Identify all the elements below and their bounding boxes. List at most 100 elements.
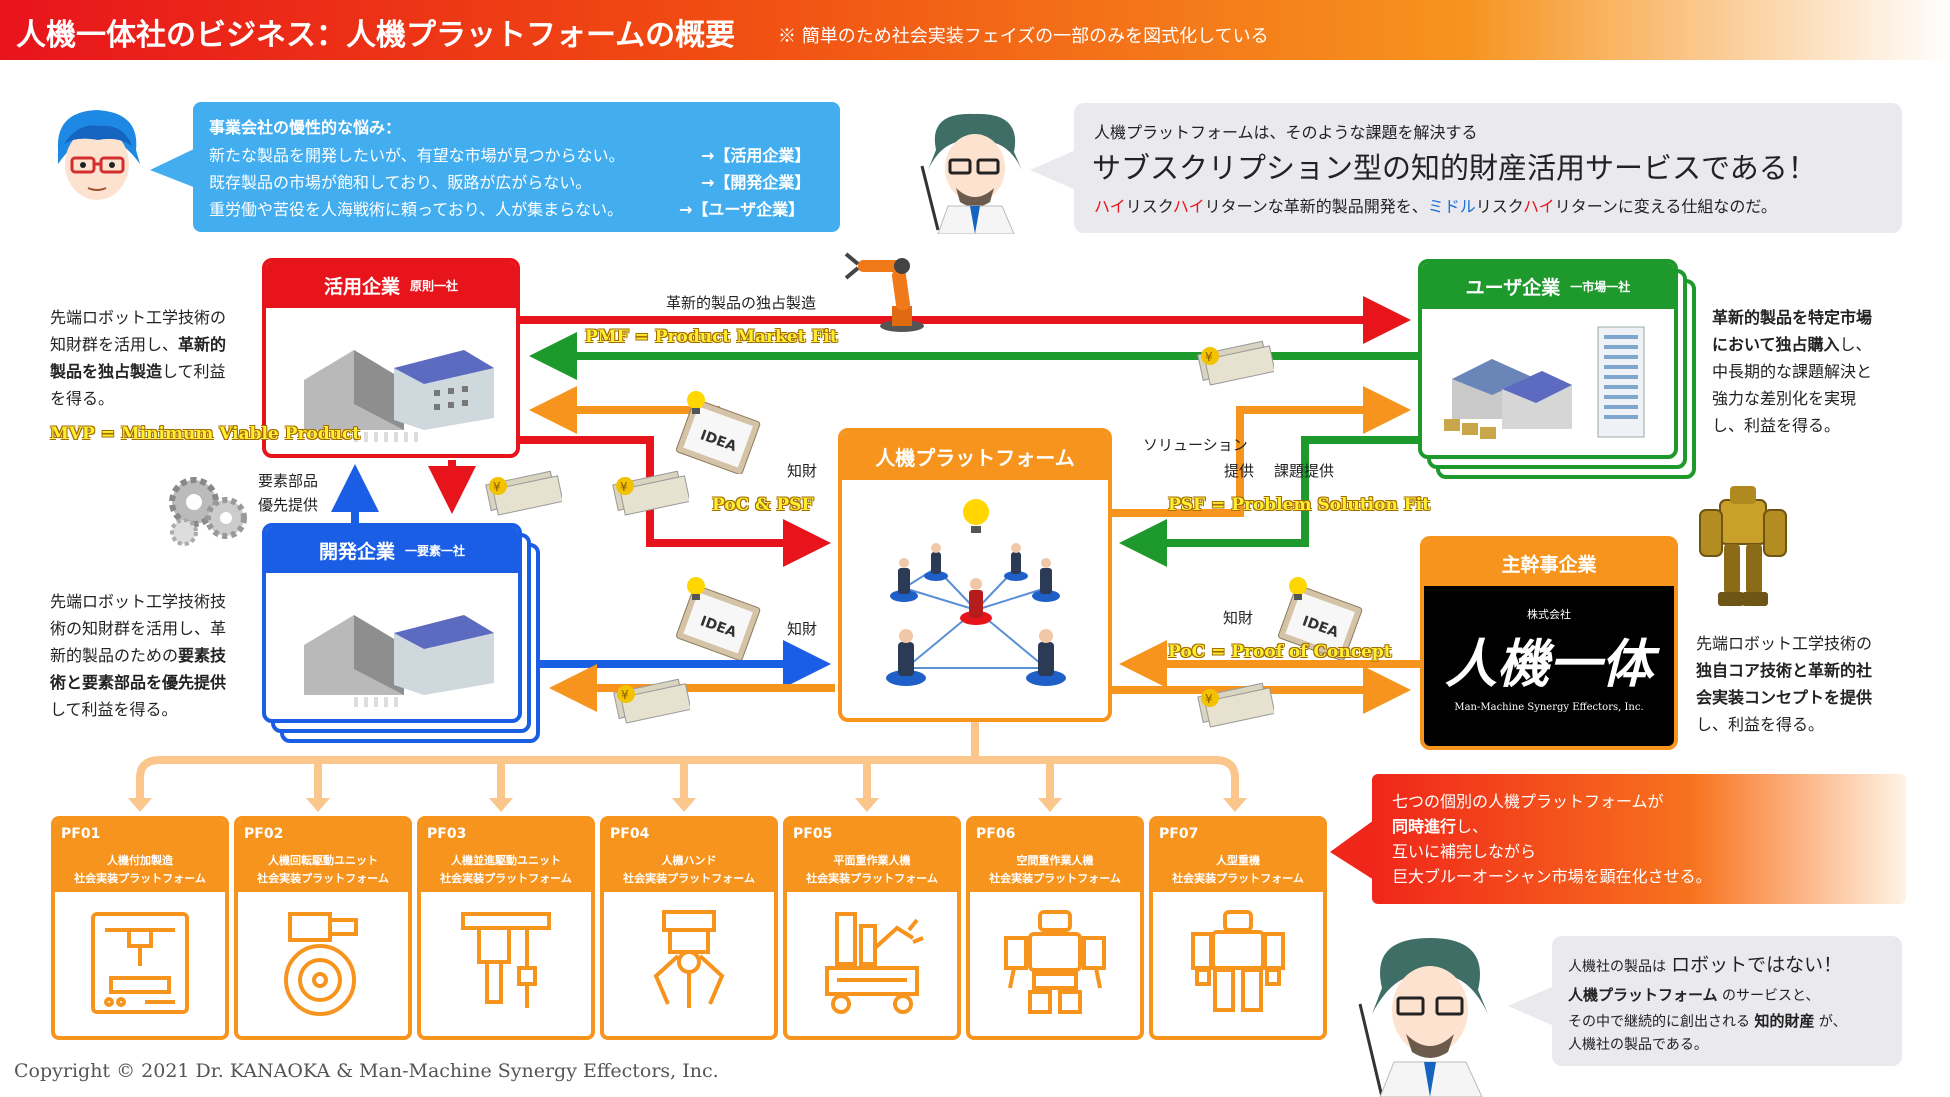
- shukan-header: 主幹事企業: [1424, 540, 1674, 586]
- user-desc-3: し、: [1839, 335, 1872, 354]
- label-pmf: PMF = Product Market Fit: [585, 327, 838, 347]
- kaihatsu-desc-1: 先端ロボット工学技術技: [50, 592, 227, 611]
- concurrency-line-4: 巨大ブルーオーシャン市場を顕在化させる。: [1392, 867, 1712, 886]
- pf-sub: 社会実装プラットフォーム: [989, 872, 1121, 885]
- katsuyo-desc: 先端ロボット工学技術の 知財群を活用し、革新的 製品を独占製造して利益 を得る。: [50, 304, 260, 412]
- pf-card-header: PF02 人機回転駆動ユニット社会実装プラットフォーム: [238, 820, 408, 892]
- user-note: 一市場一社: [1570, 279, 1631, 294]
- svg-text:¥: ¥: [1205, 350, 1213, 364]
- pf-card-02[interactable]: PF02 人機回転駆動ユニット社会実装プラットフォーム: [234, 816, 412, 1040]
- svg-text:¥: ¥: [493, 480, 501, 494]
- label-solution: ソリューション: [1143, 436, 1248, 454]
- shukan-name: 主幹事企業: [1501, 553, 1597, 576]
- pf-name: 人機並進駆動ユニット: [451, 854, 561, 867]
- problem-line-2-tag: →【開発企業】: [701, 173, 811, 192]
- concurrency-bold: 同時進行: [1392, 817, 1457, 836]
- pf-card-03[interactable]: PF03 人機並進駆動ユニット社会実装プラットフォーム: [417, 816, 595, 1040]
- label-yoso-2: 優先提供: [258, 496, 319, 514]
- problem-line-2: 既存製品の市場が飽和しており、販路が広がらない。: [209, 173, 592, 192]
- katsuyo-desc-3: 革新的: [178, 335, 227, 354]
- bubble-tail: [1330, 820, 1374, 880]
- pf-card-header: PF03 人機並進駆動ユニット社会実装プラットフォーム: [421, 820, 591, 892]
- pf-id: PF07: [1159, 826, 1199, 842]
- pf-sub: 社会実装プラットフォーム: [257, 872, 389, 885]
- pf-card-04[interactable]: PF04 人機ハンド社会実装プラットフォーム: [600, 816, 778, 1040]
- copyright: Copyright © 2021 Dr. KANAOKA & Man-Machi…: [14, 1060, 719, 1082]
- idea-icon: IDEA: [676, 577, 761, 660]
- product-line-3c: が、: [1818, 1014, 1847, 1030]
- problem-line-1: 新たな製品を開発したいが、有望な市場が見つからない。: [209, 146, 625, 165]
- pf-card-07[interactable]: PF07 人型重機社会実装プラットフォーム: [1149, 816, 1327, 1040]
- tail-risk-2: リスク: [1475, 197, 1523, 216]
- label-yoso-1: 要素部品: [258, 472, 319, 490]
- company-logo: 株式会社 人機一体 Man-Machine Synergy Effectors,…: [1424, 586, 1674, 746]
- katsuyo-note: 原則一社: [410, 278, 459, 293]
- pf-id: PF06: [976, 826, 1016, 842]
- label-teikyo: 提供: [1224, 462, 1255, 480]
- label-chizai-2: 知財: [787, 620, 818, 638]
- solution-bubble: 人機プラットフォームは、そのような課題を解決する サブスクリプション型の知的財産…: [1074, 103, 1902, 233]
- pf-card-header: PF04 人機ハンド社会実装プラットフォーム: [604, 820, 774, 892]
- idea-icon: IDEA: [1278, 577, 1363, 660]
- arrow-heads-pf: [128, 798, 1247, 812]
- solution-intro: 人機プラットフォームは、そのような課題を解決する: [1094, 123, 1478, 142]
- shukan-desc-3: 会実装コンセプトを提供: [1696, 688, 1873, 707]
- platform-name: 人機プラットフォーム: [875, 445, 1075, 470]
- tail-middle: ミドル: [1427, 197, 1476, 216]
- bubble-tail: [150, 148, 196, 188]
- kaihatsu-desc-2: 術の知財群を活用し、革: [50, 619, 227, 638]
- pf-card-header: PF01 人機付加製造社会実装プラットフォーム: [55, 820, 225, 892]
- bubble-tail: [1508, 986, 1554, 1026]
- money-icon: ¥: [612, 470, 689, 516]
- factory-icon: [304, 350, 494, 442]
- product-line-4: 人機社の製品である。: [1568, 1037, 1708, 1053]
- pf-name: 人機付加製造: [107, 854, 173, 867]
- arrow-platform-user: [1112, 386, 1411, 517]
- product-line-2: 人機プラットフォーム のサービスと、: [1568, 984, 1819, 1005]
- label-chizai-1: 知財: [787, 462, 818, 480]
- user-desc-6: し、利益を得る。: [1712, 416, 1841, 435]
- pf-card-header: PF06 空間重作業人機社会実装プラットフォーム: [970, 820, 1140, 892]
- logo-sub: Man-Machine Synergy Effectors, Inc.: [1454, 702, 1644, 713]
- mech-robot-icon: [1699, 486, 1787, 606]
- user-box: ユーザ企業 一市場一社: [1418, 259, 1678, 459]
- label-mvp: MVP = Minimum Viable Product: [50, 424, 361, 444]
- katsuyo-desc-2: 知財群を活用し、: [50, 335, 179, 354]
- svg-text:¥: ¥: [620, 480, 628, 494]
- solution-tail: ハイリスクハイリターンな革新的製品開発を、ミドルリスクハイリターンに変える仕組な…: [1094, 193, 1777, 217]
- kaihatsu-desc-4: 要素技: [178, 646, 227, 665]
- tail-hi-1: ハイ: [1094, 197, 1126, 216]
- concurrency-line-2-tail: し、: [1456, 817, 1489, 836]
- kaihatsu-name: 開発企業: [318, 540, 395, 563]
- product-line-1: 人機社の製品は ロボットではない！: [1568, 950, 1842, 977]
- svg-text:¥: ¥: [1205, 692, 1213, 706]
- concurrency-line-2: 同時進行し、: [1392, 813, 1488, 837]
- tail-risk-1: リスク: [1125, 197, 1173, 216]
- kaihatsu-header: 開発企業 一要素一社: [266, 527, 518, 573]
- product-line-2b: のサービスと、: [1722, 988, 1820, 1004]
- linear-unit-icon: [461, 912, 551, 1008]
- pf-card-05[interactable]: PF05 平面重作業人機社会実装プラットフォーム: [783, 816, 961, 1040]
- professor-icon: [920, 113, 1022, 234]
- pf-name: 人機回転駆動ユニット: [268, 854, 378, 867]
- user-desc-4: 中長期的な課題解決と: [1712, 362, 1873, 381]
- robot-hand-icon: [653, 910, 725, 1008]
- pf-name: 平面重作業人機: [833, 854, 911, 867]
- label-psf: PSF = Problem Solution Fit: [1168, 495, 1431, 515]
- product-line-1b: ロボットではない！: [1671, 954, 1843, 976]
- page-subtitle: ※ 簡単のため社会実装フェイズの一部のみを図式化している: [778, 26, 1269, 47]
- concurrency-bubble: 七つの個別の人機プラットフォームが 同時進行し、 互いに補完しながら 巨大ブルー…: [1372, 774, 1906, 904]
- concurrency-line-3: 互いに補完しながら: [1392, 842, 1537, 861]
- pf-id: PF01: [61, 826, 101, 842]
- user-desc-5: 強力な差別化を実現: [1712, 389, 1857, 408]
- pf-card-06[interactable]: PF06 空間重作業人機社会実装プラットフォーム: [966, 816, 1144, 1040]
- concurrency-line-1: 七つの個別の人機プラットフォームが: [1392, 792, 1664, 811]
- kaihatsu-desc-3: 新的製品のための: [50, 646, 179, 665]
- problem-line-3-tag: →【ユーザ企業】: [679, 200, 805, 219]
- product-line-2a: 人機プラットフォーム: [1568, 986, 1718, 1004]
- character-icon: [57, 110, 140, 200]
- people-network-icon: [886, 499, 1066, 686]
- money-icon: ¥: [1197, 682, 1274, 728]
- heavy-work-robot-icon: [825, 912, 924, 1014]
- pf-card-01[interactable]: PF01 人機付加製造社会実装プラットフォーム: [51, 816, 229, 1040]
